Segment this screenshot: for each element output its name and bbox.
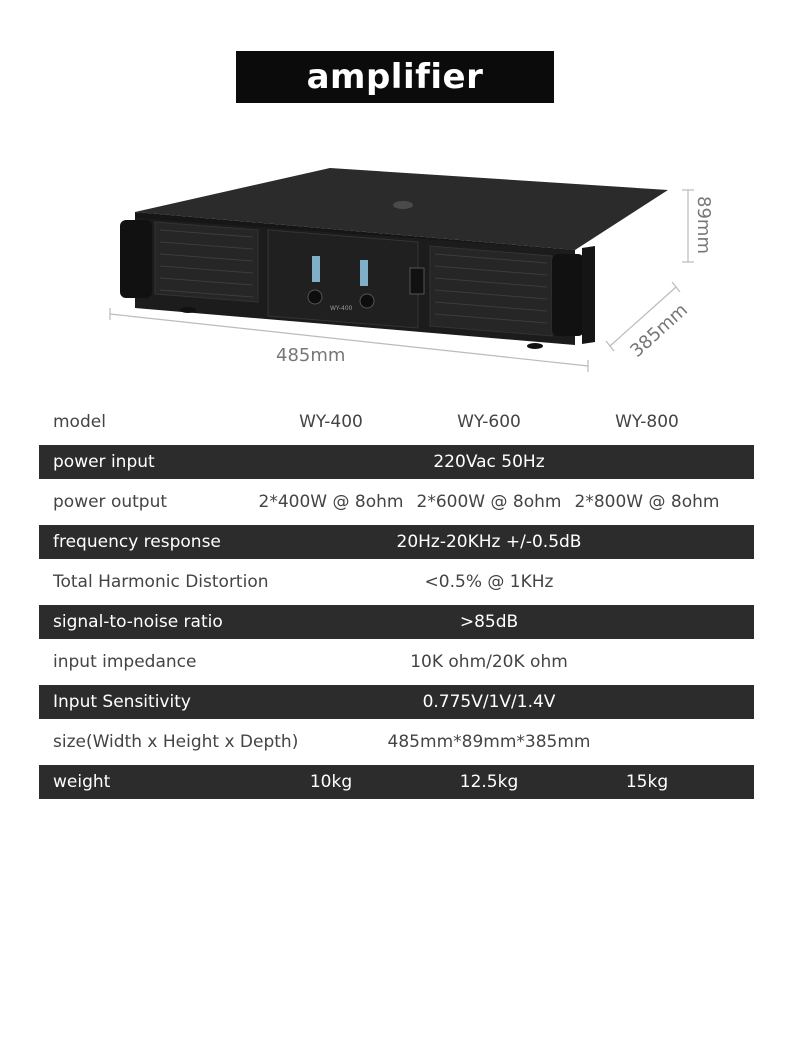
spec-label: Total Harmonic Distortion bbox=[53, 572, 269, 592]
dimension-lines bbox=[109, 189, 694, 372]
volume-knob-right-icon bbox=[359, 293, 375, 309]
spec-row-weight: weight 10kg 12.5kg 15kg bbox=[39, 765, 754, 799]
spec-label: weight bbox=[53, 772, 111, 792]
spec-row-input-sensitivity: Input Sensitivity 0.775V/1V/1.4V bbox=[39, 685, 754, 719]
spec-value: 20Hz-20KHz +/-0.5dB bbox=[396, 532, 582, 552]
spec-value: 0.775V/1V/1.4V bbox=[422, 692, 556, 712]
spec-label: power input bbox=[53, 452, 155, 472]
spec-label: size(Width x Height x Depth) bbox=[53, 732, 299, 752]
spec-row-frequency-response: frequency response 20Hz-20KHz +/-0.5dB bbox=[39, 525, 754, 559]
control-panel bbox=[267, 229, 419, 329]
spec-value: WY-600 bbox=[457, 412, 521, 432]
spec-value: 2*800W @ 8ohm bbox=[574, 492, 720, 512]
amp-top-screw-icon bbox=[393, 201, 413, 209]
spec-table: model WY-400 WY-600 WY-800 power input 2… bbox=[39, 405, 754, 805]
spec-value: 15kg bbox=[625, 772, 669, 792]
page-title-text: amplifier bbox=[306, 57, 484, 97]
spec-value: 2*400W @ 8ohm bbox=[258, 492, 404, 512]
spec-row-size: size(Width x Height x Depth) 485mm*89mm*… bbox=[39, 725, 754, 759]
right-handle bbox=[552, 254, 584, 336]
spec-value: 2*600W @ 8ohm bbox=[416, 492, 562, 512]
spec-label: signal-to-noise ratio bbox=[53, 612, 223, 632]
spec-row-power-output: power output 2*400W @ 8ohm 2*600W @ 8ohm… bbox=[39, 485, 754, 519]
depth-dimension-label: 385mm bbox=[626, 300, 692, 362]
spec-row-model: model WY-400 WY-600 WY-800 bbox=[39, 405, 754, 439]
spec-value: WY-800 bbox=[615, 412, 679, 432]
spec-row-snr: signal-to-noise ratio >85dB bbox=[39, 605, 754, 639]
volume-knob-left-icon bbox=[307, 289, 323, 305]
spec-row-input-impedance: input impedance 10K ohm/20K ohm bbox=[39, 645, 754, 679]
spec-label: Input Sensitivity bbox=[53, 692, 191, 712]
model-badge: WY-400 bbox=[330, 305, 353, 312]
level-meter-left bbox=[312, 256, 320, 282]
spec-value: 10K ohm/20K ohm bbox=[410, 652, 568, 672]
level-meter-right bbox=[360, 260, 368, 286]
spec-value: <0.5% @ 1KHz bbox=[424, 572, 554, 592]
left-grille bbox=[154, 221, 259, 303]
amplifier-product-image: WY-400 485mm 89mm 385mm bbox=[109, 168, 714, 372]
left-handle bbox=[120, 220, 152, 298]
spec-label: input impedance bbox=[53, 652, 197, 672]
spec-label: power output bbox=[53, 492, 168, 512]
spec-value: 10kg bbox=[309, 772, 353, 792]
height-dimension-label: 89mm bbox=[693, 196, 714, 254]
spec-row-thd: Total Harmonic Distortion <0.5% @ 1KHz bbox=[39, 565, 754, 599]
spec-value: 12.5kg bbox=[459, 772, 519, 792]
spec-label: model bbox=[53, 412, 106, 432]
spec-row-power-input: power input 220Vac 50Hz bbox=[39, 445, 754, 479]
power-switch-icon bbox=[409, 267, 425, 295]
amp-top-surface bbox=[135, 168, 668, 250]
page-title: amplifier bbox=[236, 51, 554, 103]
spec-value: 485mm*89mm*385mm bbox=[387, 732, 591, 752]
spec-label: frequency response bbox=[53, 532, 221, 552]
spec-value: WY-400 bbox=[299, 412, 363, 432]
width-dimension-label: 485mm bbox=[276, 345, 345, 366]
spec-value: 220Vac 50Hz bbox=[433, 452, 545, 472]
spec-value: >85dB bbox=[459, 612, 519, 632]
